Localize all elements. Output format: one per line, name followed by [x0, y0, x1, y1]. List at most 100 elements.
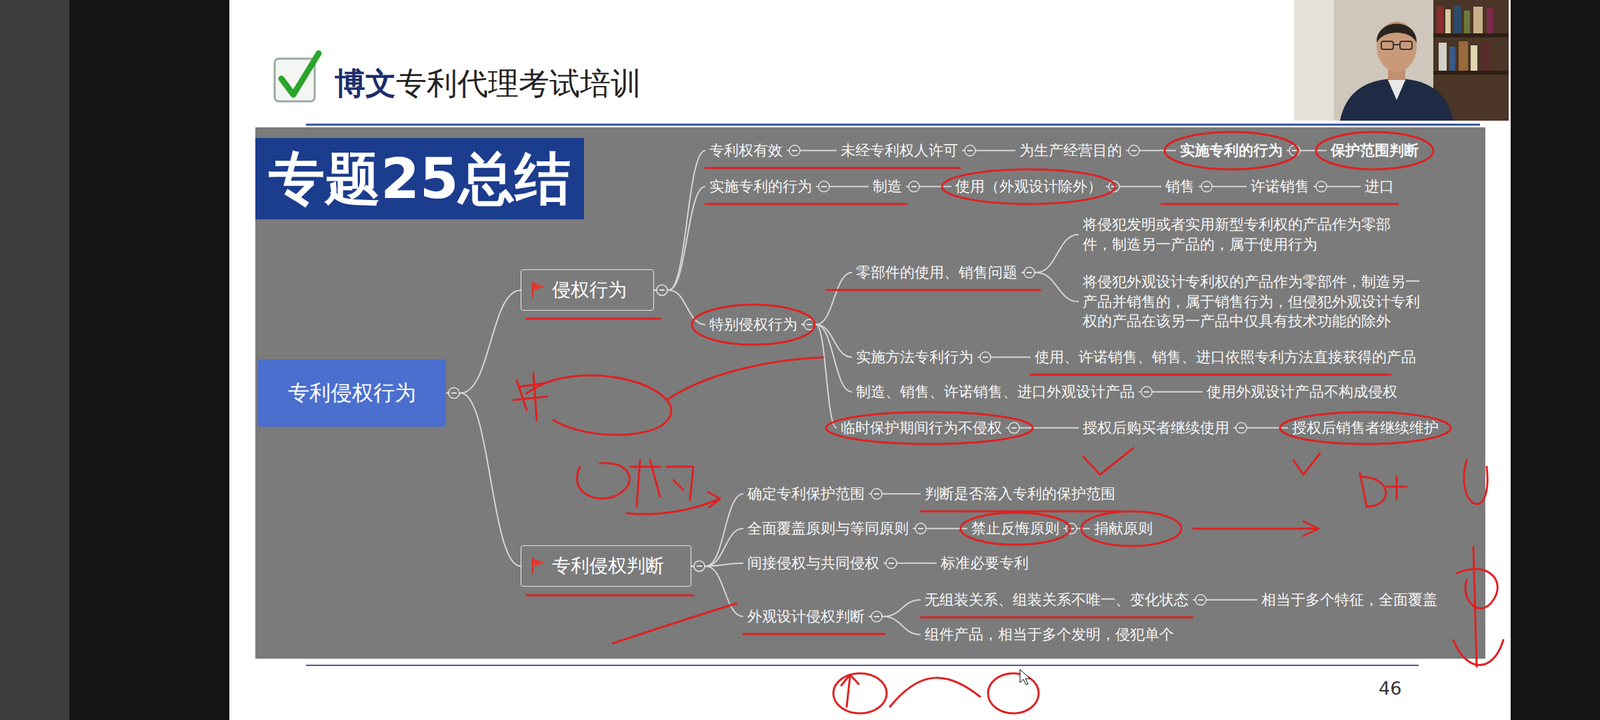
node-text: 未经专利权人许可: [840, 142, 958, 159]
collapse-minus: [1292, 150, 1298, 152]
collapse-toggle: [1141, 386, 1152, 398]
subtopic: 特别侵权行为: [705, 312, 802, 338]
node-text: 临时保护期间行为不侵权: [840, 419, 1002, 436]
branch-topic: 专利侵权判断: [520, 545, 692, 587]
subtopic: 许诺销售: [1246, 174, 1314, 200]
subtopic: 授权后销售者继续维护: [1288, 415, 1443, 441]
node-text: 实施专利的行为: [709, 178, 812, 195]
branch-connector: [446, 393, 521, 567]
collapse-minus: [1026, 272, 1032, 274]
collapse-toggle: [886, 558, 897, 569]
flag-cloth: [533, 558, 545, 567]
collapse-minus: [451, 392, 457, 394]
node-text: 许诺销售: [1250, 178, 1310, 195]
collapse-minus: [888, 562, 894, 564]
collapse-toggle: [915, 523, 926, 534]
subtopic: 标准必要专利: [936, 550, 1033, 576]
brand-name: 博文: [334, 65, 396, 102]
subtopic: 使用（外观设计除外）: [951, 174, 1106, 200]
subtopic: 为生产经营目的: [1015, 138, 1126, 164]
node-text: 标准必要专利: [940, 554, 1029, 572]
collapse-toggle: [1201, 181, 1212, 192]
node-text: 实施专利的行为: [1180, 142, 1283, 159]
node-text: 使用、许诺销售、销售、进口依照专利方法直接获得的产品: [1034, 348, 1416, 366]
collapse-toggle: [818, 181, 830, 192]
node-text: 为生产经营目的: [1019, 142, 1122, 159]
title-text: 专题25总结: [268, 150, 571, 207]
collapse-minus: [874, 493, 880, 495]
node-text: 制造: [872, 178, 902, 195]
subtopic: 相当于多个特征，全面覆盖: [1257, 587, 1442, 613]
node-text: 将侵犯发明或者实用新型专利权的产品作为零部件，制造另一产品的，属于使用行为: [1082, 216, 1391, 253]
branch-connector: [977, 356, 1031, 358]
collapse-toggle: [1236, 422, 1247, 434]
collapse-minus: [1011, 427, 1017, 429]
node-text: 专利侵权行为: [288, 378, 416, 408]
collapse-minus: [874, 616, 880, 618]
branch-connector: [786, 150, 837, 152]
collapse-toggle: [871, 611, 882, 622]
collapse-toggle: [1128, 145, 1140, 156]
node-text: 制造、销售、许诺销售、进口外观设计产品: [856, 383, 1135, 400]
note-topic: 将侵犯发明或者实用新型专利权的产品作为零部件，制造另一产品的，属于使用行为: [1078, 212, 1396, 257]
branch-connector: [1138, 391, 1203, 393]
side-strip: [1510, 0, 1600, 720]
node-text: 进口: [1364, 178, 1394, 195]
subtopic: 未经专利权人许可: [836, 138, 962, 164]
logo-check: [274, 53, 319, 102]
collapse-toggle: [964, 145, 976, 156]
node-text: 相当于多个特征，全面覆盖: [1261, 591, 1438, 608]
node-text: 销售: [1165, 178, 1195, 195]
branch-connector: [883, 562, 937, 564]
collapse-minus: [1144, 391, 1150, 393]
branch-connector: [446, 290, 521, 393]
node-text: 专利侵权判断: [552, 554, 664, 578]
collapse-minus: [659, 289, 665, 291]
collapse-minus: [1198, 599, 1204, 601]
collapse-minus: [1204, 186, 1210, 188]
node-text: 间接侵权与共同侵权: [747, 554, 880, 572]
node-text: 将侵犯外观设计专利权的产品作为零部件，制造另一产品并销售的，属于销售行为，但侵犯…: [1082, 273, 1420, 330]
mouse-cursor: [1020, 669, 1030, 685]
branch-connector: [816, 186, 869, 188]
branch-topic: 侵权行为: [520, 269, 654, 311]
node-text: 授权后购买者继续使用: [1082, 419, 1230, 436]
note-topic: 将侵犯外观设计专利权的产品作为零部件，制造另一产品并销售的，属于销售行为，但侵犯…: [1078, 269, 1426, 334]
subtopic: 确定专利保护范围: [743, 481, 869, 507]
collapse-minus: [911, 186, 917, 188]
subtopic: 使用、许诺销售、销售、进口依照专利方法直接获得的产品: [1030, 344, 1420, 370]
subtopic: 进口: [1360, 174, 1398, 200]
flag-icon: [530, 556, 546, 576]
brand-subtitle: 专利代理考试培训: [396, 65, 642, 102]
webcam: [1294, 0, 1509, 121]
node-text: 全面覆盖原则与等同原则: [747, 520, 909, 537]
subtopic: 禁止反悔原则: [967, 516, 1064, 542]
subtopic: 临时保护期间行为不侵权: [836, 415, 1006, 441]
side-strip: [69, 0, 230, 720]
collapse-toggle: [1316, 181, 1327, 192]
title-banner: 专题25总结: [255, 138, 584, 220]
subtopic: 销售: [1161, 174, 1199, 200]
subtopic: 使用外观设计产品不构成侵权: [1202, 379, 1402, 405]
node-text: 禁止反悔原则: [971, 520, 1060, 537]
subtopic: 判断是否落入专利的保护范围: [920, 481, 1120, 507]
flag-pole: [532, 558, 534, 574]
side-strip: [0, 0, 70, 720]
node-text: 外观设计侵权判断: [747, 608, 865, 625]
branch-connector: [868, 493, 921, 495]
collapse-minus: [806, 324, 812, 326]
collapse-toggle: [789, 145, 800, 156]
node-text: 特别侵权行为: [709, 316, 798, 333]
red-annotations: [513, 132, 1504, 714]
subtopic: 全面覆盖原则与等同原则: [743, 516, 913, 542]
collapse-toggle: [1024, 267, 1035, 278]
collapse-toggle: [1195, 594, 1206, 606]
node-text: 捐献原则: [1094, 520, 1153, 537]
collapse-toggle: [448, 388, 460, 399]
collapse-minus: [1318, 186, 1324, 188]
subtopic: 实施专利的行为: [1176, 138, 1287, 164]
node-text: 专利权有效: [709, 142, 783, 159]
branch-connector: [962, 150, 1016, 152]
node-text: 零部件的使用、销售问题: [856, 264, 1018, 281]
